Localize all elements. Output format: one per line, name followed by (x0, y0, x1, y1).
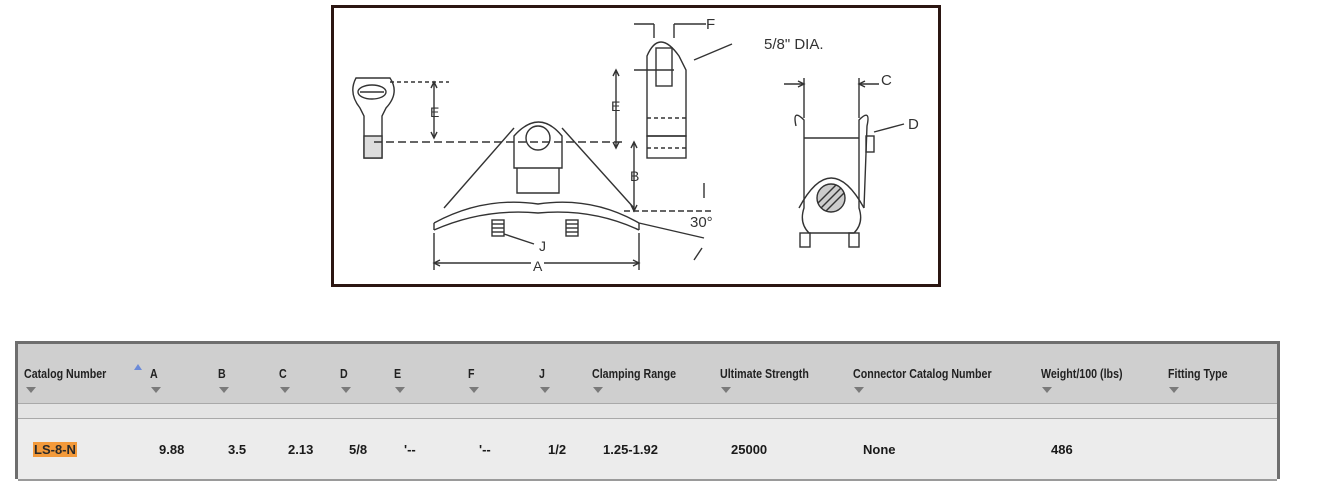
catalog-number-link[interactable]: LS-8-N (33, 442, 77, 457)
cell-weight: 486 (1051, 442, 1073, 457)
label-c: C (881, 72, 892, 89)
cell-e: '-- (404, 442, 416, 457)
product-drawing: F 5/8" DIA. E E B C D 30° J A (331, 5, 941, 287)
column-header-j[interactable]: J (539, 366, 545, 381)
label-d: D (908, 116, 919, 133)
dimension-diagram (352, 23, 905, 270)
cell-j: 1/2 (548, 442, 567, 457)
sort-ascending-icon[interactable] (134, 364, 142, 370)
label-angle: 30° (690, 214, 713, 231)
column-header-c[interactable]: C (279, 366, 287, 381)
column-filter-icon[interactable] (219, 387, 229, 393)
column-filter-icon[interactable] (1169, 387, 1179, 393)
filter-row (18, 404, 1277, 419)
end-view-hook (352, 77, 395, 159)
column-filter-icon[interactable] (540, 387, 550, 393)
column-filter-icon[interactable] (151, 387, 161, 393)
cell-connector-catalog-number: None (863, 442, 896, 457)
column-header-catalog-number[interactable]: Catalog Number (24, 366, 107, 381)
column-header-f[interactable]: F (468, 366, 475, 381)
column-filter-icon[interactable] (1042, 387, 1052, 393)
column-header-b[interactable]: B (218, 366, 226, 381)
label-dia: 5/8" DIA. (764, 36, 824, 53)
cell-clamping-range: 1.25-1.92 (603, 442, 658, 457)
side-view-clamp (794, 114, 875, 248)
cell-f: '-- (479, 442, 491, 457)
table-header: Catalog Number A B C D E F J Clamping Ra… (18, 344, 1277, 404)
label-f: F (706, 16, 716, 33)
column-filter-icon[interactable] (593, 387, 603, 393)
cell-d: 5/8 (349, 442, 368, 457)
label-j: J (539, 238, 546, 254)
column-filter-icon[interactable] (280, 387, 290, 393)
main-clamp-body (433, 121, 640, 237)
column-header-a[interactable]: A (150, 366, 158, 381)
product-spec-table: Catalog Number A B C D E F J Clamping Ra… (15, 341, 1280, 481)
column-header-fitting-type[interactable]: Fitting Type (1168, 366, 1228, 381)
column-filter-icon[interactable] (341, 387, 351, 393)
label-e-top: E (611, 98, 621, 114)
cell-c: 2.13 (288, 442, 314, 457)
column-header-connector-catalog-number[interactable]: Connector Catalog Number (853, 366, 992, 381)
column-header-weight[interactable]: Weight/100 (lbs) (1041, 366, 1123, 381)
column-header-e[interactable]: E (394, 366, 402, 381)
top-fitting (634, 24, 687, 159)
column-filter-icon[interactable] (395, 387, 405, 393)
label-a: A (531, 258, 545, 274)
cell-a: 9.88 (159, 442, 185, 457)
column-header-d[interactable]: D (340, 366, 348, 381)
column-filter-icon[interactable] (26, 387, 36, 393)
column-filter-icon[interactable] (721, 387, 731, 393)
label-e-left: E (430, 104, 440, 120)
label-b: B (630, 168, 640, 184)
column-filter-icon[interactable] (469, 387, 479, 393)
cell-b: 3.5 (228, 442, 247, 457)
cell-ultimate-strength: 25000 (731, 442, 768, 457)
column-header-ultimate-strength[interactable]: Ultimate Strength (720, 366, 809, 381)
cell-catalog-number[interactable]: LS-8-N (33, 442, 77, 457)
column-header-clamping-range[interactable]: Clamping Range (592, 366, 677, 381)
table-row: LS-8-N 9.88 3.5 2.13 5/8 '-- '-- 1/2 1.2… (18, 419, 1277, 481)
column-filter-icon[interactable] (854, 387, 864, 393)
